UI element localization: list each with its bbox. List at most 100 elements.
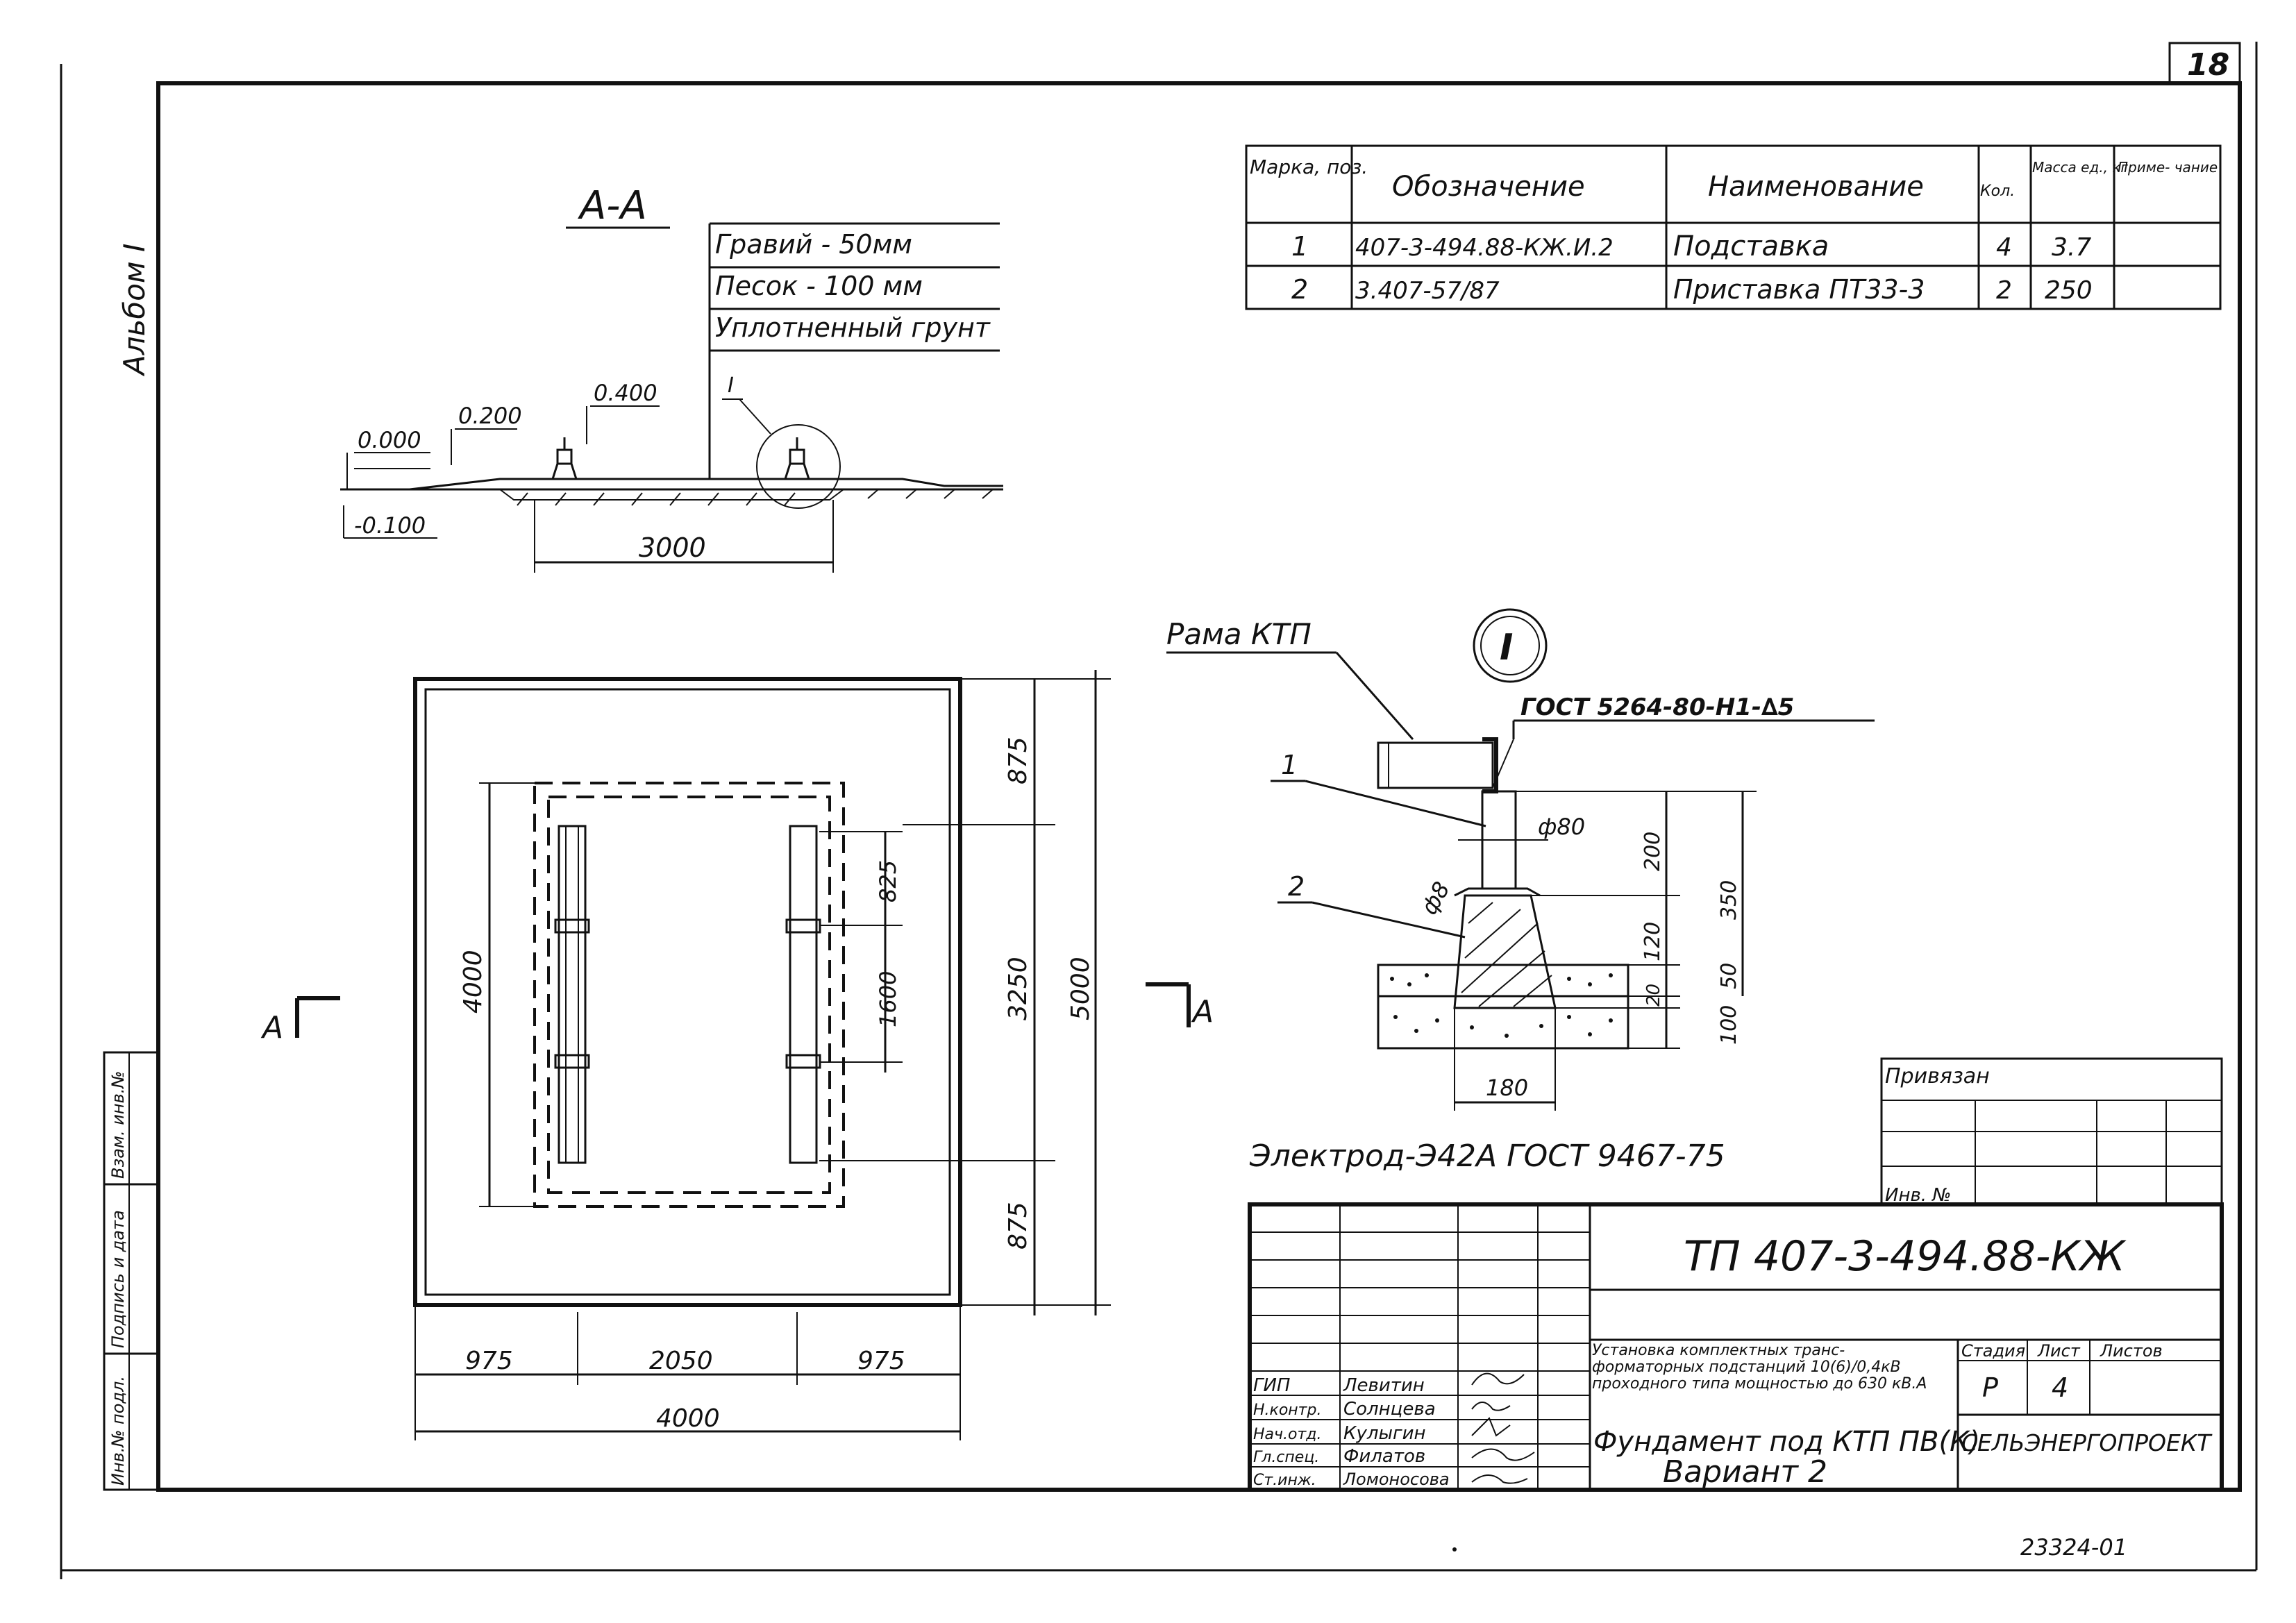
level-0200: 0.200 bbox=[458, 403, 522, 429]
layer-sand: Песок - 100 мм bbox=[715, 271, 923, 301]
cut-marker-right: А bbox=[1191, 994, 1214, 1029]
side-stamp-inv: Инв.№ подл. bbox=[108, 1376, 128, 1486]
level-0000: 0.000 bbox=[358, 427, 421, 453]
node-circle-label: I bbox=[1500, 627, 1513, 668]
spec-row1-designation: 407-3-494.88-КЖ.И.2 bbox=[1355, 234, 1614, 262]
level-0400: 0.400 bbox=[594, 380, 657, 406]
node-dim-50: 50 bbox=[1717, 963, 1741, 989]
title-block: ГИП Левитин Н.контр. Солнцева Нач.отд. К… bbox=[1248, 1202, 2224, 1492]
stamp-stage-header: Стадия bbox=[1961, 1341, 2025, 1361]
section-width-dim: 3000 bbox=[639, 532, 706, 563]
stamp-description: Установка комплектных транс- форматорных… bbox=[1592, 1343, 1927, 1393]
node-dim-20: 20 bbox=[1643, 984, 1664, 1007]
spec-row1-mass: 3.7 bbox=[2052, 233, 2091, 262]
attached-box: Привязан Инв. № bbox=[1880, 1057, 2223, 1206]
album-label: Альбом I bbox=[117, 244, 151, 377]
spec-row1-qty: 4 bbox=[1996, 233, 2012, 262]
sheet-number: 18 bbox=[2187, 47, 2229, 83]
node-dim-200: 200 bbox=[1641, 832, 1665, 871]
stamp-name-stinzh: Ломоносова bbox=[1343, 1470, 1450, 1489]
stamp-org: СЕЛЬЭНЕРГОПРОЕКТ bbox=[1961, 1429, 2213, 1456]
plan-dim-inner-825: 825 bbox=[875, 860, 901, 902]
spec-header-note: Приме- чание bbox=[2118, 159, 2218, 176]
plan-dim-right-bottom: 875 bbox=[1004, 1202, 1032, 1250]
signature-3 bbox=[1471, 1417, 1511, 1437]
side-stamp-sign: Подпись и дата bbox=[108, 1210, 128, 1348]
spec-header-mark: Марка, поз. bbox=[1250, 155, 1368, 178]
stamp-name-glspec: Филатов bbox=[1343, 1446, 1425, 1467]
electrode-note: Электрод-Э42А ГОСТ 9467-75 bbox=[1249, 1138, 1725, 1174]
stamp-description-box: Установка комплектных транс- форматорных… bbox=[1592, 1343, 1927, 1393]
stamp-name-nachotd: Кулыгин bbox=[1343, 1423, 1426, 1444]
level-minus0100: -0.100 bbox=[354, 512, 426, 539]
stamp-drawing-title: Фундамент под КТП ПВ(К) bbox=[1593, 1426, 1980, 1458]
node-pos1: 1 bbox=[1281, 750, 1298, 780]
spec-header-mass: Масса ед., кг bbox=[2032, 159, 2128, 176]
stamp-role-nachotd: Нач.отд. bbox=[1253, 1426, 1322, 1443]
signature-1 bbox=[1471, 1372, 1525, 1386]
spec-header-name: Наименование bbox=[1708, 171, 1924, 203]
bottom-code: 23324-01 bbox=[2020, 1534, 2127, 1561]
plan-dim-bottom-right: 975 bbox=[857, 1347, 905, 1375]
node-dim-180: 180 bbox=[1486, 1075, 1528, 1101]
stamp-role-nkontr: Н.контр. bbox=[1253, 1402, 1321, 1419]
plan-dim-left: 4000 bbox=[459, 950, 487, 1014]
section-support-left bbox=[551, 437, 578, 480]
spec-header-designation: Обозначение bbox=[1392, 171, 1585, 203]
spec-table: Марка, поз. Обозначение Наименование Кол… bbox=[1245, 144, 2222, 310]
section-aa: А-А Гравий - 50мм Песок - 100 мм Уплотне… bbox=[340, 183, 1003, 573]
speck bbox=[1452, 1547, 1457, 1551]
stamp-role-gip: ГИП bbox=[1253, 1375, 1291, 1396]
plan-dim-right-mid: 3250 bbox=[1004, 957, 1032, 1020]
plan-dim-inner-1600: 1600 bbox=[875, 971, 901, 1027]
stamp-sheet: 4 bbox=[2052, 1372, 2068, 1403]
node-pos2: 2 bbox=[1288, 871, 1305, 902]
spec-row2-qty: 2 bbox=[1996, 276, 2012, 305]
section-aa-title: А-А bbox=[578, 183, 647, 228]
beam-left bbox=[554, 825, 590, 1164]
node-dim-100: 100 bbox=[1717, 1005, 1741, 1045]
sheet-frame bbox=[156, 81, 2242, 1492]
spec-row2-name: Приставка ПТ33-3 bbox=[1673, 274, 1925, 305]
stamp-name-nkontr: Солнцева bbox=[1343, 1399, 1436, 1420]
stamp-code: ТП 407-3-494.88-КЖ bbox=[1684, 1232, 2127, 1281]
side-stamp-replace: Взам. инв.№ bbox=[108, 1071, 128, 1179]
layer-soil: Уплотненный грунт bbox=[715, 312, 991, 343]
side-stamp: Инв.№ подл. Подпись и дата Взам. инв.№ bbox=[103, 1051, 160, 1491]
stamp-name-gip: Левитин bbox=[1343, 1375, 1425, 1396]
stamp-stage: Р bbox=[1982, 1372, 1998, 1403]
node-frame-label: Рама КТП bbox=[1166, 617, 1312, 651]
plan-view: 875 3250 875 5000 825 1600 4000 975 2050… bbox=[260, 670, 1214, 1440]
stamp-sheets-header: Листов bbox=[2100, 1341, 2163, 1361]
spec-row1-name: Подставка bbox=[1673, 230, 1829, 262]
node-detail: I Рама КТП ГОСТ 5264-80-Н1-∆5 ф80 ф8 bbox=[1166, 608, 1875, 1174]
layer-gravel: Гравий - 50мм bbox=[715, 229, 912, 260]
signature-5 bbox=[1471, 1474, 1528, 1484]
signature-4 bbox=[1471, 1448, 1535, 1461]
spec-row1-mark: 1 bbox=[1291, 231, 1308, 262]
stamp-variant: Вариант 2 bbox=[1663, 1454, 1827, 1490]
spec-row2-mass: 250 bbox=[2045, 276, 2093, 305]
beam-right bbox=[785, 825, 821, 1164]
spec-header-qty: Кол. bbox=[1980, 183, 2015, 200]
cut-marker-left: А bbox=[260, 1010, 283, 1045]
node-dia: ф80 bbox=[1538, 814, 1585, 840]
section-node-ref: I bbox=[728, 373, 734, 398]
section-support-right bbox=[783, 437, 811, 480]
node-dim-120: 120 bbox=[1641, 922, 1665, 961]
signature-2 bbox=[1471, 1402, 1511, 1411]
plan-dim-right-total: 5000 bbox=[1066, 957, 1095, 1020]
node-weld-label: ГОСТ 5264-80-Н1-∆5 bbox=[1520, 693, 1794, 721]
plan-dim-bottom-total: 4000 bbox=[656, 1404, 720, 1433]
section-node-circle bbox=[756, 424, 841, 509]
sheet-number-box bbox=[2168, 42, 2241, 85]
spec-row2-designation: 3.407-57/87 bbox=[1355, 277, 1500, 305]
node-dim-350: 350 bbox=[1717, 880, 1741, 920]
stamp-role-stinzh: Ст.инж. bbox=[1253, 1472, 1316, 1489]
node-angle: ф8 bbox=[1416, 877, 1455, 919]
stamp-sheet-header: Лист bbox=[2037, 1341, 2081, 1361]
attached-label: Привязан bbox=[1885, 1064, 1990, 1088]
spec-row2-mark: 2 bbox=[1291, 274, 1308, 305]
plan-dim-bottom-left: 975 bbox=[465, 1347, 513, 1375]
